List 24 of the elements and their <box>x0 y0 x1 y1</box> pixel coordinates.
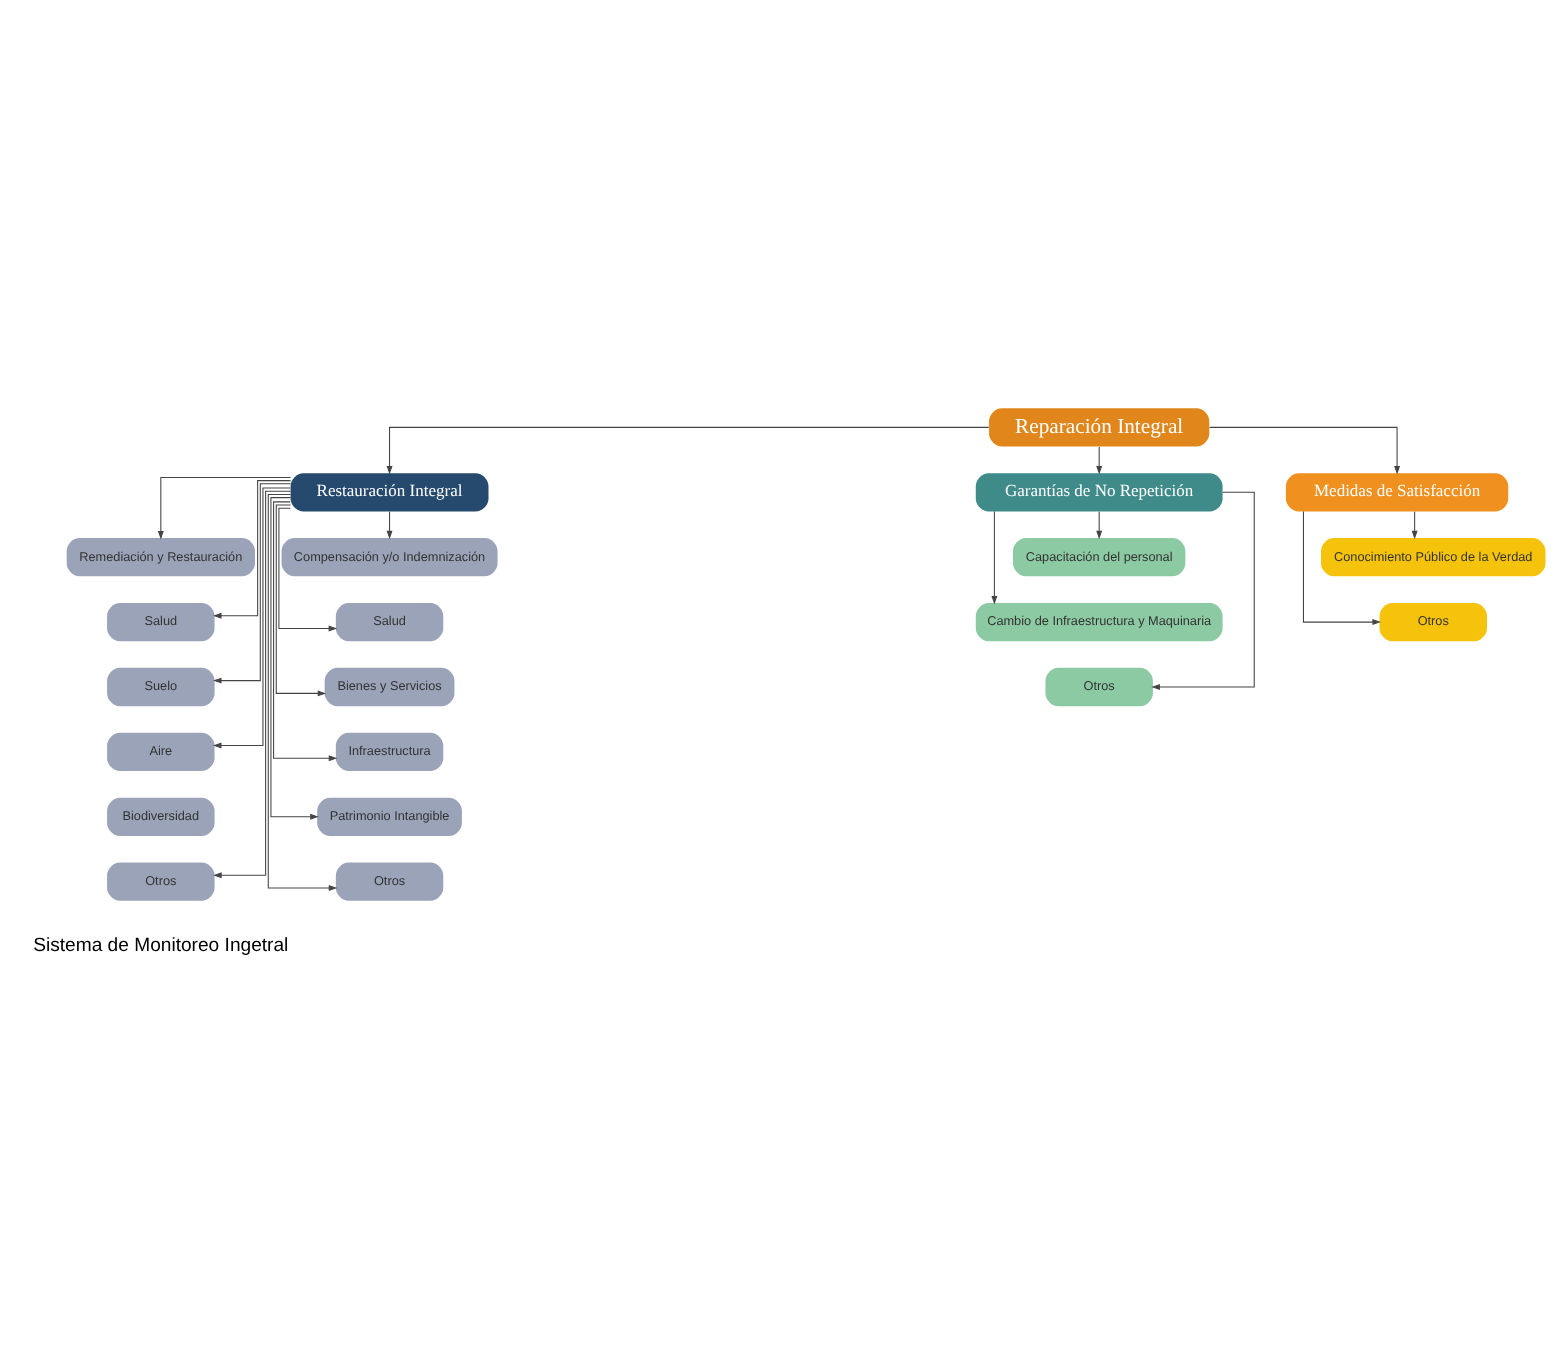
arrow <box>386 510 393 539</box>
arrow <box>991 509 998 604</box>
arrow <box>1209 425 1401 474</box>
arrow <box>213 482 292 683</box>
arrow <box>213 489 291 878</box>
arrow <box>213 479 292 618</box>
node-box: Medidas de Satisfacción <box>1285 472 1509 511</box>
arrow <box>1302 509 1381 625</box>
arrow <box>267 492 338 891</box>
arrow <box>212 486 291 748</box>
arrow <box>157 475 292 539</box>
arrow <box>270 496 319 819</box>
arrow <box>275 503 327 696</box>
node-box: Reparación Integral <box>989 407 1210 446</box>
arrow <box>1151 490 1255 689</box>
arrow <box>273 500 338 761</box>
arrow <box>1096 510 1103 539</box>
node-box: Restauración Integral <box>290 472 489 511</box>
arrow <box>1411 510 1418 539</box>
arrow <box>1096 445 1103 474</box>
label: Sistema de Monitoreo Ingetral <box>33 934 289 957</box>
node-box: Garantías de No Repetición <box>975 472 1223 511</box>
arrow <box>386 425 990 474</box>
arrow <box>278 506 338 631</box>
